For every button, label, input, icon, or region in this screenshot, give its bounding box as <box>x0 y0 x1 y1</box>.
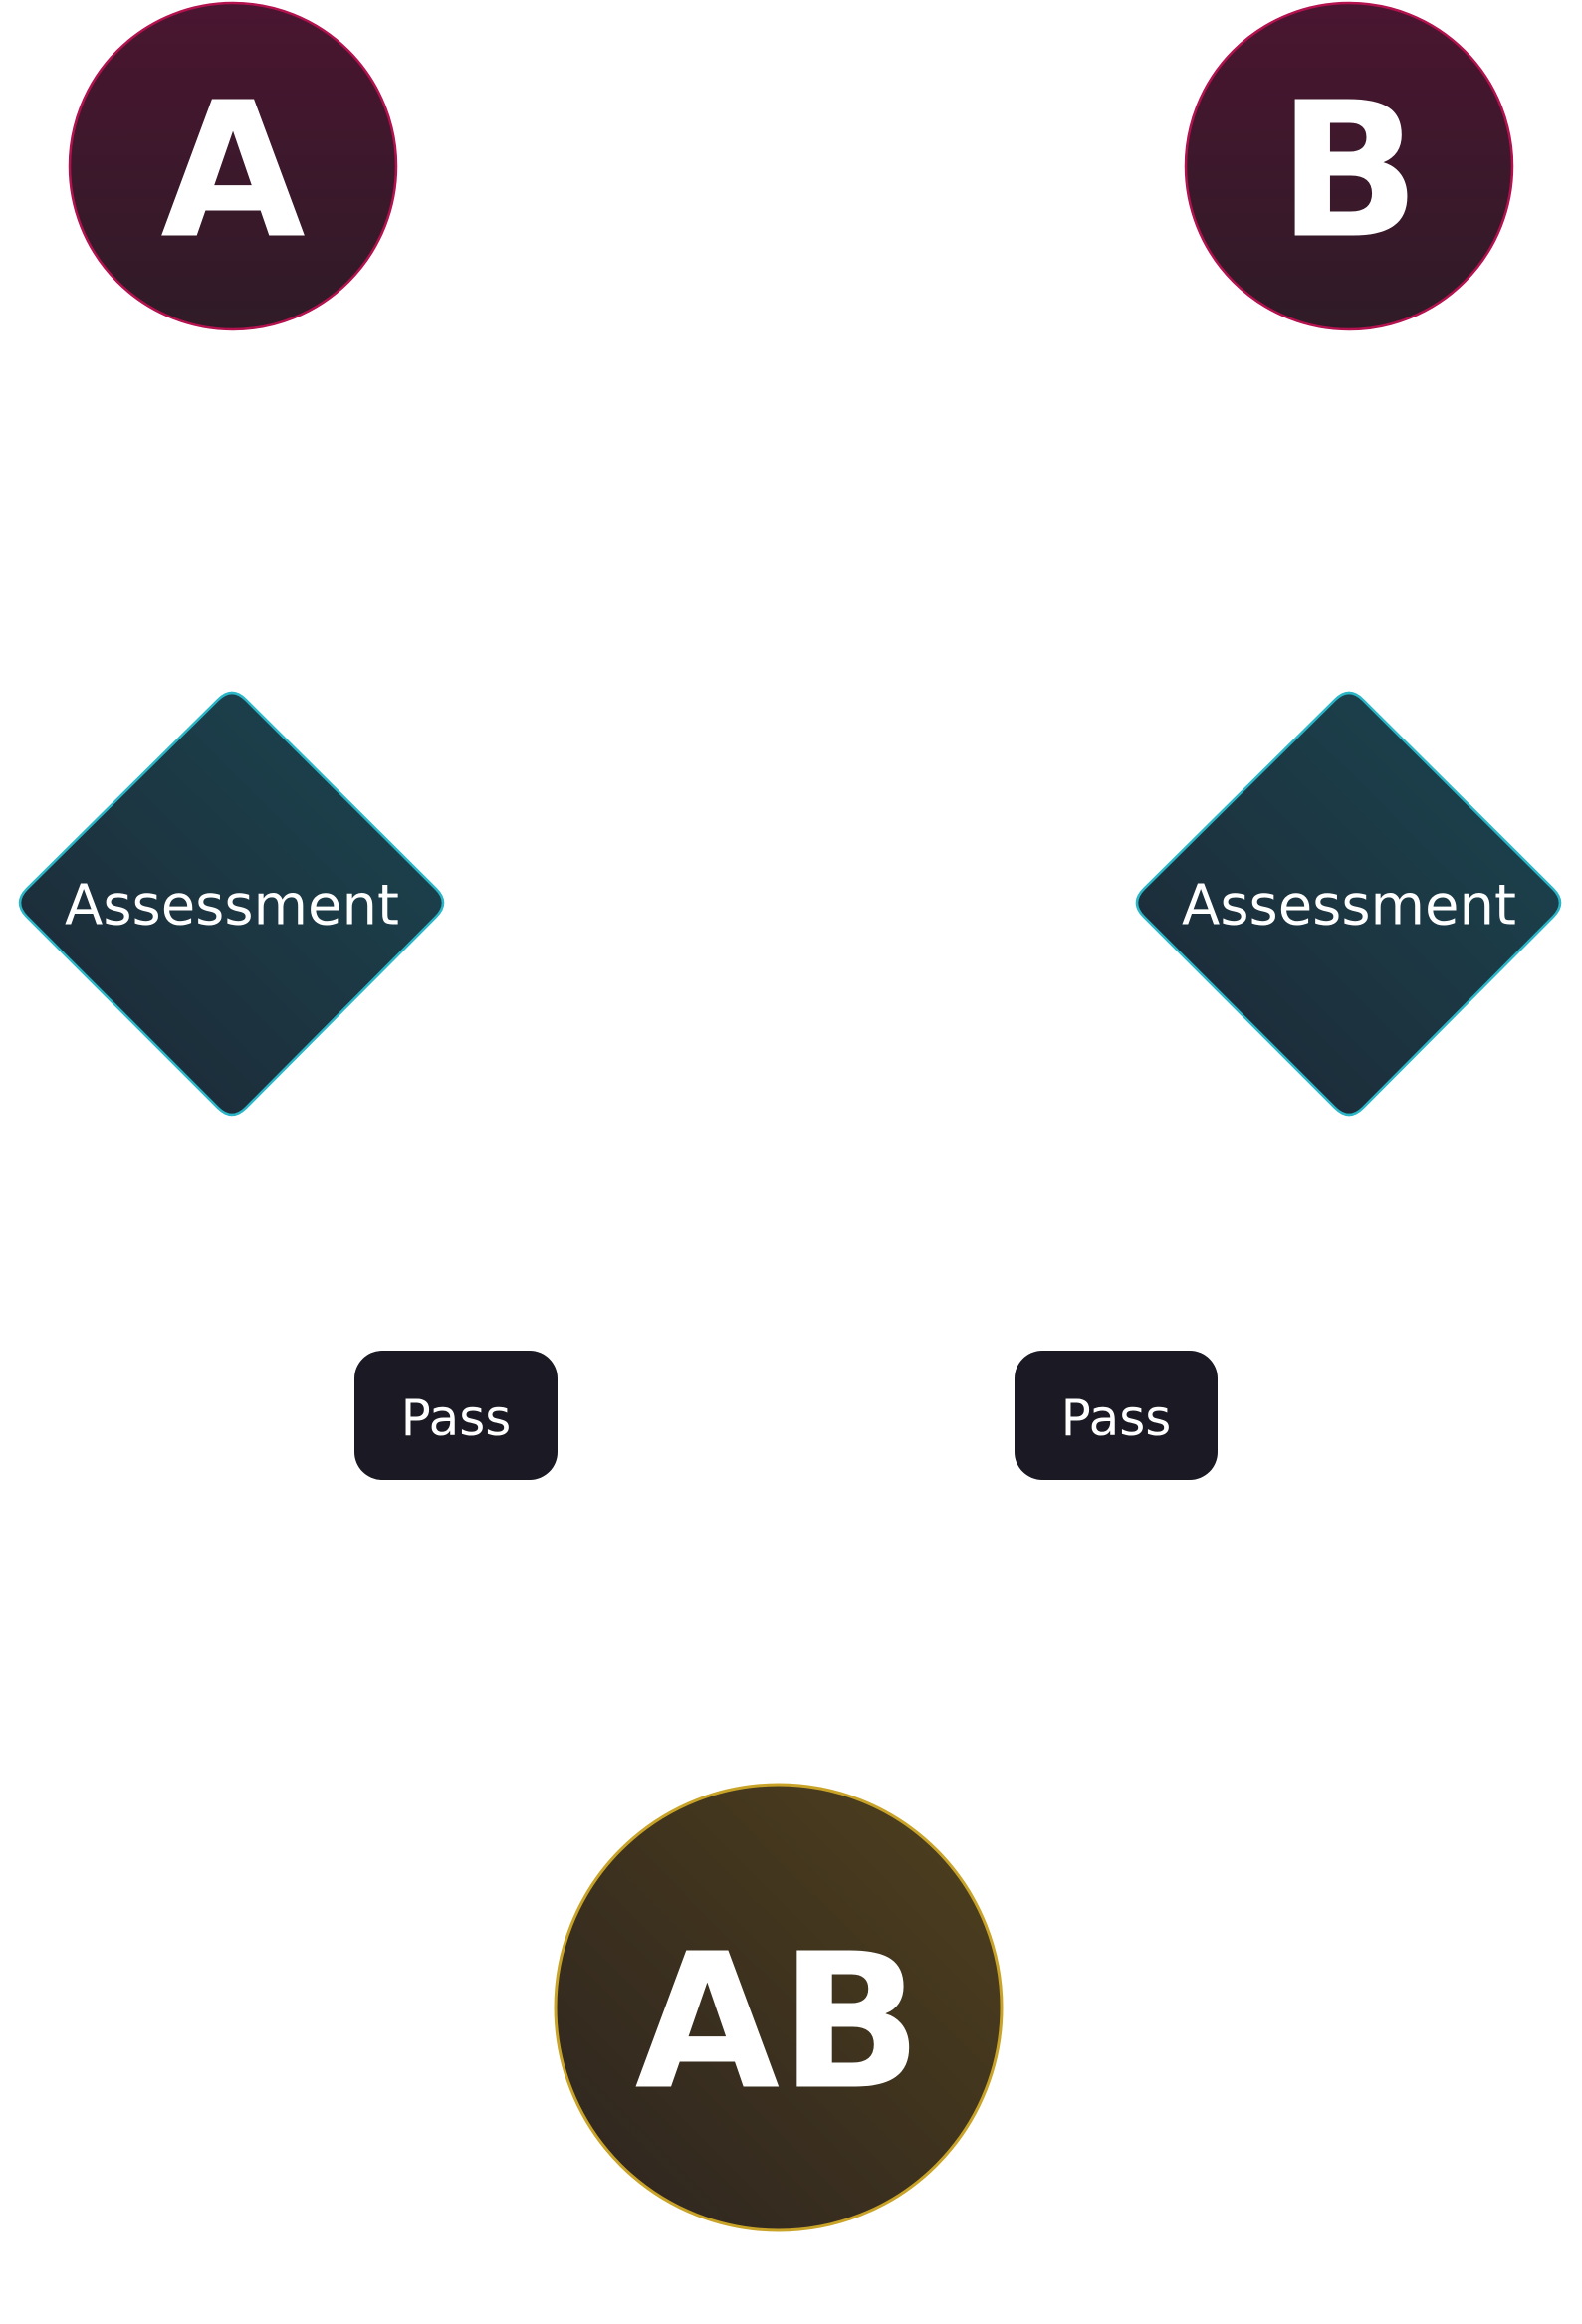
pass-node-a-label: Pass <box>401 1389 512 1447</box>
start-node-a[interactable]: A <box>68 1 398 331</box>
start-node-b[interactable]: B <box>1184 1 1514 331</box>
pass-node-b-label: Pass <box>1061 1389 1172 1447</box>
pass-node-b[interactable]: Pass <box>1015 1351 1218 1480</box>
decision-node-a[interactable]: Assessment <box>18 691 445 1117</box>
decision-node-b[interactable]: Assessment <box>1135 691 1562 1117</box>
result-node-ab[interactable]: AB <box>554 1783 1004 2232</box>
start-node-b-label: B <box>1277 63 1420 281</box>
result-node-ab-label: AB <box>635 1914 923 2132</box>
decision-node-a-label: Assessment <box>65 874 399 939</box>
pass-node-a[interactable]: Pass <box>354 1351 558 1480</box>
start-node-a-label: A <box>160 63 306 281</box>
decision-node-b-label: Assessment <box>1182 874 1516 939</box>
